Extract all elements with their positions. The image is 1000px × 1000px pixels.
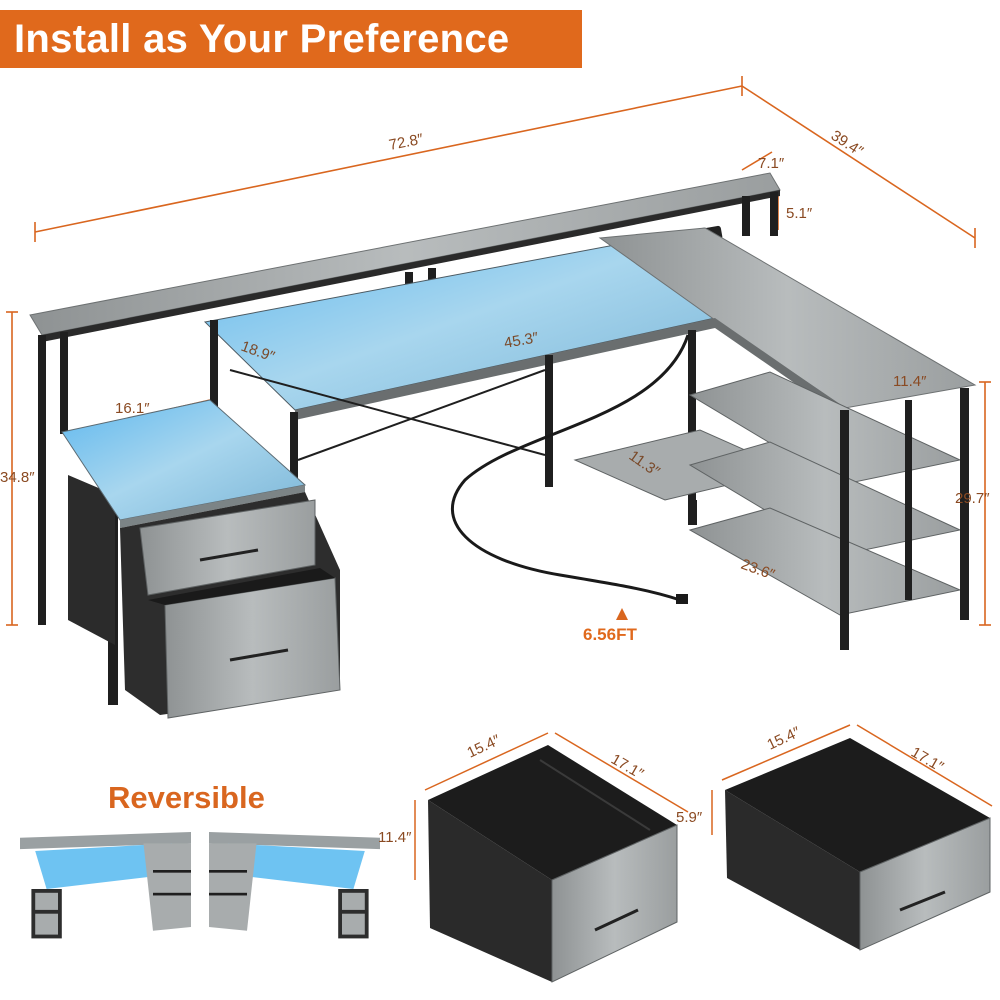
- dim-overall-height: 34.8″: [0, 469, 35, 486]
- reversible-label: Reversible: [108, 780, 265, 815]
- dim-cabinet-width: 16.1″: [115, 400, 150, 417]
- large-drawer-depth: 17.1″: [608, 751, 647, 783]
- small-drawer-width: 15.4″: [765, 723, 804, 753]
- reversible-thumb-left: [20, 832, 191, 939]
- dim-stand-height: 5.1″: [786, 205, 813, 222]
- dim-desk-height: 29.7″: [955, 490, 990, 507]
- power-cord: [451, 334, 690, 602]
- large-drawer-height: 11.4″: [378, 829, 412, 846]
- reversible-thumb-right: [209, 832, 380, 939]
- banner-title: Install as Your Preference: [14, 16, 510, 61]
- dim-desktop-width: 45.3″: [503, 329, 541, 352]
- l-desktop: [598, 227, 977, 409]
- title-banner: Install as Your Preference: [0, 10, 582, 68]
- right-shelves: [688, 371, 969, 650]
- dim-stand-depth: 7.1″: [758, 155, 785, 172]
- large-drawer: [428, 745, 678, 983]
- small-drawer-depth: 17.1″: [908, 744, 947, 776]
- small-drawer-height: 5.9″: [676, 809, 703, 826]
- cord-length: 6.56FT: [583, 625, 637, 644]
- dim-total-length: 72.8″: [388, 131, 426, 154]
- dim-shelf-width: 11.4″: [893, 373, 927, 390]
- fabric-pocket: [68, 475, 115, 645]
- upper-drawer: [139, 499, 316, 596]
- lower-drawer: [164, 577, 341, 719]
- small-drawer: [725, 738, 991, 951]
